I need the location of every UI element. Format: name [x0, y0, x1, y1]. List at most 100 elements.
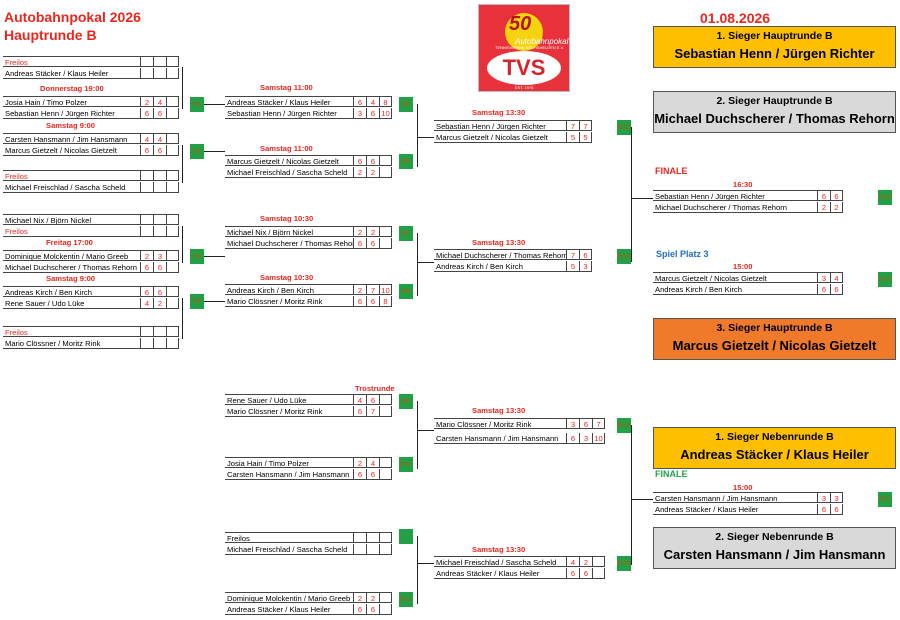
set-score: [353, 544, 366, 555]
r1-row: Michael Nix / Björn Nickel: [3, 214, 179, 225]
bracket-line: [417, 262, 434, 263]
page-subtitle: Hauptrunde B: [4, 27, 97, 43]
set-score: 4: [566, 556, 579, 567]
set-score: 7: [592, 418, 605, 429]
set-score: 2: [140, 96, 153, 107]
bracket-line: [182, 145, 183, 146]
player-pair: Andreas Stäcker / Klaus Heiler: [653, 504, 817, 515]
set-score: 6: [366, 296, 379, 307]
bracket-line: [417, 401, 418, 469]
bracket-line: [417, 166, 418, 167]
player-pair: Michael Freischlad / Sascha Scheld: [225, 544, 353, 555]
player-pair: Andreas Kirch / Ben Kirch: [225, 284, 353, 295]
player-pair: Freilos: [3, 326, 140, 337]
set-score: [379, 592, 392, 603]
result-label: 2. Sieger Hauptrunde B: [716, 95, 833, 107]
player-pair: Mario Clössner / Moritz Rink: [225, 406, 353, 417]
set-score: 2: [366, 592, 379, 603]
result-name: Marcus Gietzelt / Nicolas Gietzelt: [672, 338, 877, 353]
player-pair: Dominique Molckentin / Mario Greeb: [225, 592, 353, 603]
bracket-line: [204, 301, 225, 302]
set-score: [140, 56, 153, 67]
match-time-label: Samstag 13:30: [472, 545, 526, 554]
result-label: 3. Sieger Hauptrunde B: [716, 322, 833, 334]
set-score: [166, 170, 179, 181]
player-pair: Andreas Stäcker / Klaus Heiler: [225, 604, 353, 615]
set-score: [379, 544, 392, 555]
set-score: 4: [830, 272, 843, 283]
match-id-badge: B11: [399, 592, 413, 607]
bracket-line: [417, 536, 418, 604]
club-logo: 50 Autobahnpokal TVS TENNISVEREIN SECHSH…: [478, 4, 570, 92]
set-score: [166, 214, 179, 225]
set-score: [379, 406, 392, 417]
logo-ring: TENNISVEREIN SECHSHELDEN E.V.: [495, 45, 564, 50]
set-score: 6: [353, 96, 366, 107]
set-score: 7: [566, 120, 579, 131]
finale-label: FINALE: [655, 166, 688, 176]
bracket-line: [182, 145, 183, 183]
set-score: 3: [579, 261, 592, 272]
set-score: [379, 604, 392, 615]
set-score: 3: [566, 418, 579, 429]
set-score: 6: [366, 604, 379, 615]
player-pair: Michael Freischlad / Sascha Scheld: [434, 556, 566, 567]
set-score: 2: [153, 298, 166, 309]
set-score: [166, 226, 179, 237]
set-score: [166, 338, 179, 349]
match-id-badge: B1: [190, 97, 204, 112]
player-pair: Josia Hain / Timo Polzer: [225, 457, 353, 468]
bracket-line: [182, 298, 183, 299]
set-score: [379, 155, 392, 166]
r1-row: Mario Clössner / Moritz Rink: [3, 338, 179, 349]
match-time-label: Samstag 11:00: [260, 144, 313, 153]
set-score: 6: [353, 238, 366, 249]
match-id-badge: B4: [190, 294, 204, 309]
player-pair: Sebastian Henn / Jürgen Richter: [3, 108, 140, 119]
set-score: [366, 532, 379, 543]
player-pair: Andreas Stäcker / Klaus Heiler: [3, 68, 140, 79]
set-score: 4: [140, 133, 153, 144]
set-score: [166, 250, 179, 261]
set-score: 3: [153, 250, 166, 261]
bracket-line: [417, 104, 418, 105]
set-score: [140, 182, 153, 193]
set-score: [592, 556, 605, 567]
set-score: [379, 238, 392, 249]
set-score: [153, 338, 166, 349]
player-pair: Freilos: [3, 56, 140, 67]
match-id-badge: B18: [878, 190, 892, 205]
set-score: 4: [366, 457, 379, 468]
set-score: 5: [566, 132, 579, 143]
set-score: [353, 532, 366, 543]
set-score: 6: [830, 504, 843, 515]
bracket-line: [182, 226, 183, 263]
player-pair: Sebastian Henn / Jürgen Richter: [225, 108, 353, 119]
set-score: [379, 457, 392, 468]
match-time-label: Samstag 13:30: [472, 108, 526, 117]
page-title: Autobahnpokal 2026: [4, 9, 141, 25]
trost-row: Freilos: [225, 532, 392, 543]
set-score: 6: [140, 145, 153, 156]
set-score: 5: [566, 261, 579, 272]
player-pair: Mario Clössner / Moritz Rink: [225, 296, 353, 307]
player-pair: Dominique Molckentin / Mario Greeb: [3, 250, 140, 261]
set-score: 6: [366, 155, 379, 166]
match-id-badge: B13: [617, 249, 631, 264]
bracket-line: [417, 233, 418, 295]
match-id-badge: B16: [878, 272, 892, 287]
player-pair: Andreas Kirch / Ben Kirch: [653, 284, 817, 295]
set-score: 6: [353, 604, 366, 615]
set-score: [140, 170, 153, 181]
